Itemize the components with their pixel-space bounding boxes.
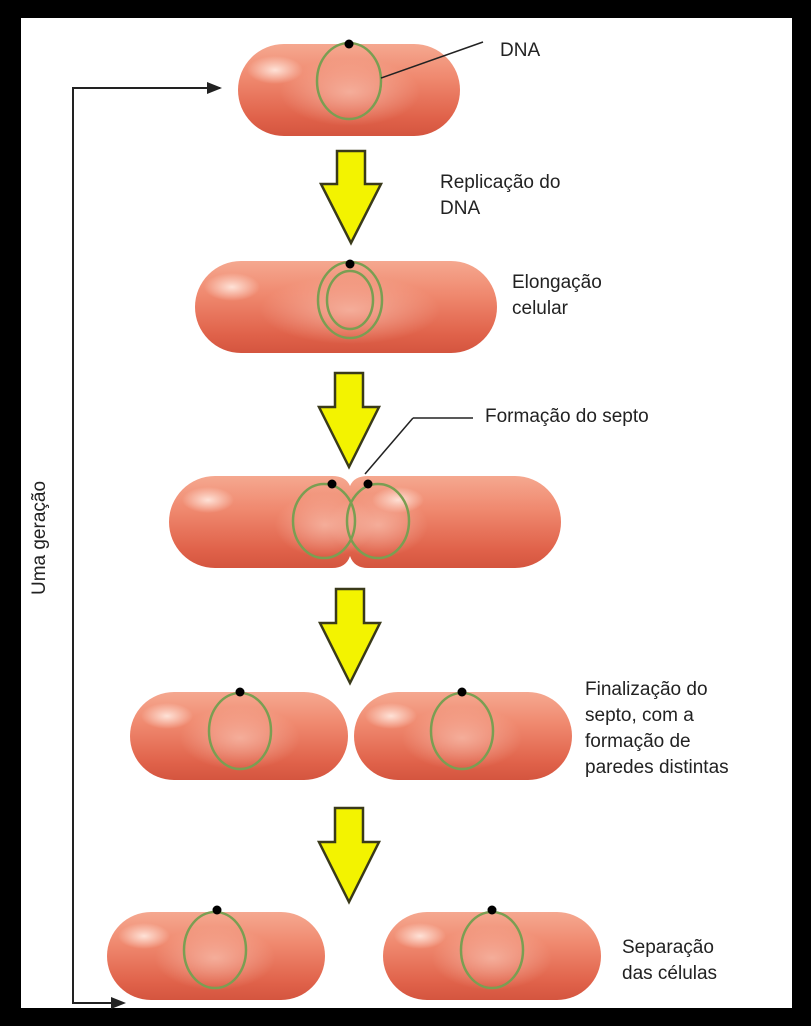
dna-attachment-dot [487,905,497,915]
dna-attachment-dot [363,479,373,489]
dna-attachment-dot [345,259,355,269]
dna-attachment-dot [457,687,467,697]
dna-ring-inner [325,269,375,331]
process-arrow-3 [317,587,383,686]
label-septum-formation: Formação do septo [485,406,649,427]
cell-elongating [195,259,497,353]
dna-ring-right [345,482,411,560]
septum-leader-line [364,417,414,475]
label-generation: Uma geração [29,480,50,596]
dna-attachment-dot [327,479,337,489]
process-arrow-4 [316,806,382,905]
generation-bracket [72,82,222,1009]
process-arrow-1 [318,149,384,246]
dna-attachment-dot [212,905,222,915]
label-septum-completion: Finalização do septo, com a formação de … [585,679,729,778]
label-replication: Replicação do DNA [440,172,561,219]
label-separation: Separação das células [622,937,718,984]
process-arrow-2 [316,371,382,470]
dna-leader-line [380,41,484,79]
label-elongation: Elongação celular [512,272,602,319]
label-dna: DNA [500,40,541,61]
dna-attachment-dot [344,39,354,49]
cells-septum-complete [130,687,572,780]
cells-separated [107,905,601,1000]
cell-initial [238,39,460,136]
dna-attachment-dot [235,687,245,697]
cell-dividing [169,476,561,568]
dna-ring-left [291,482,357,560]
